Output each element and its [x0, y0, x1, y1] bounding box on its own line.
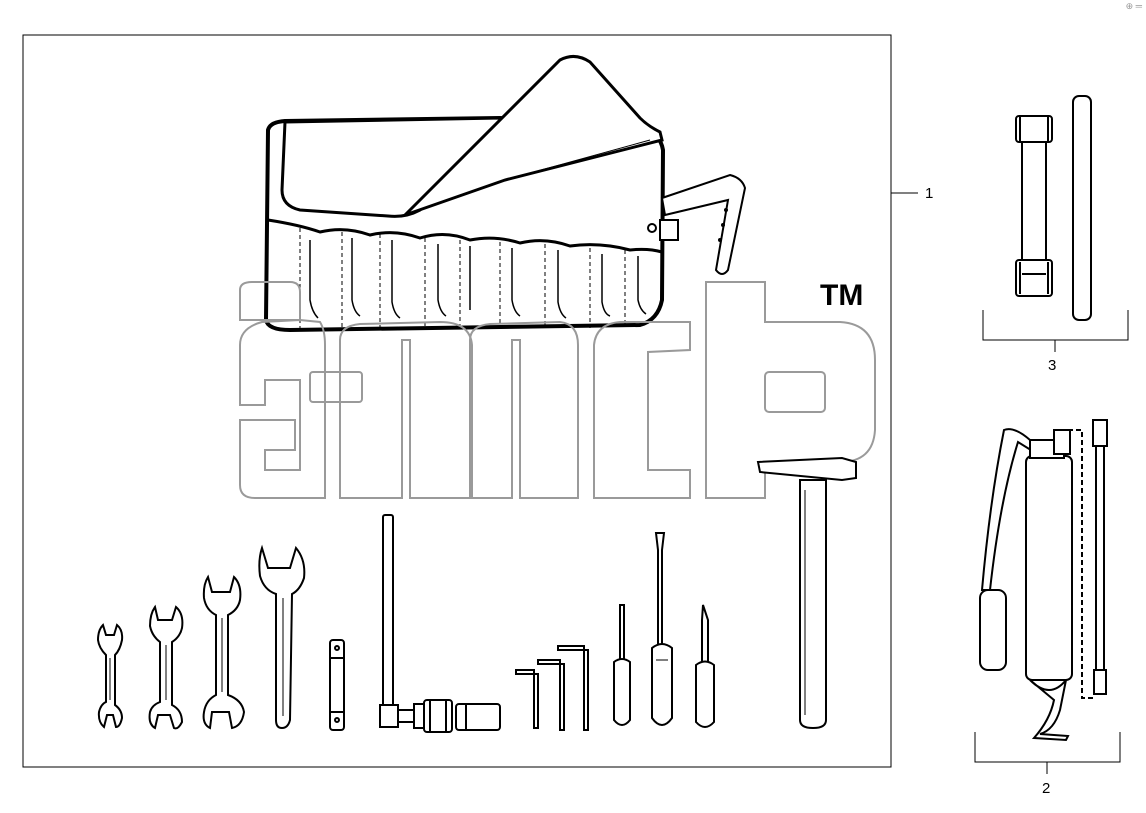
callout-label-2: 2 — [1042, 780, 1051, 797]
callout-label-3: 3 — [1048, 357, 1057, 374]
callout-3-bracket — [982, 310, 1129, 352]
watermark-logo: TM — [239, 279, 876, 499]
box-spanner-small — [329, 639, 345, 731]
open-end-wrenches — [96, 544, 306, 730]
wheel-brace — [1015, 95, 1092, 321]
screwdrivers — [613, 532, 715, 728]
grease-gun — [979, 419, 1108, 742]
hammer — [756, 456, 857, 730]
callout-label-1: 1 — [925, 185, 934, 202]
callout-2-bracket — [974, 732, 1121, 774]
tommy-bar-and-sockets — [379, 514, 501, 733]
svg-text:TM: TM — [820, 279, 863, 312]
corner-mark: ⊕ ═ — [1125, 1, 1142, 11]
tool-roll-bag — [263, 55, 747, 333]
kit-frame — [22, 34, 892, 768]
hex-keys — [515, 645, 589, 731]
